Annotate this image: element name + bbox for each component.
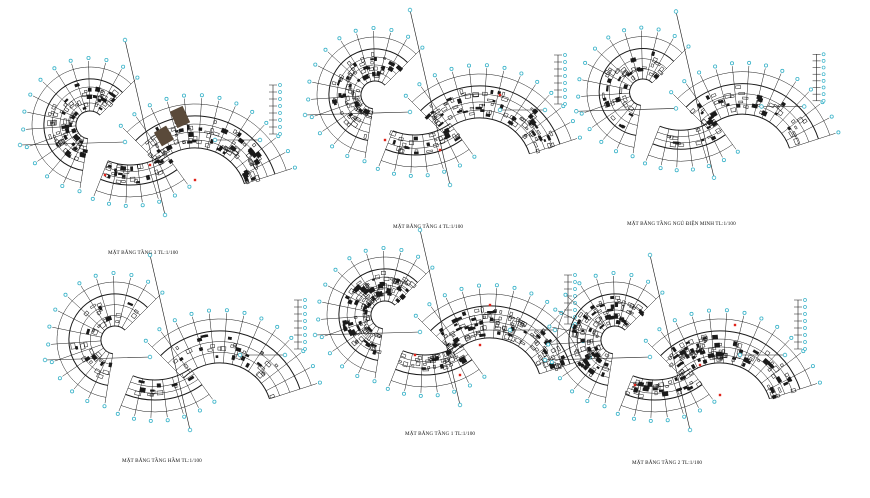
plan-label-basement: MẶT BẰNG TẦNG HẦM TL:1/100	[122, 458, 202, 464]
plan-floor-4	[302, 7, 582, 188]
plan-floor-3	[17, 37, 297, 218]
plan-label-floor-2: MẶT BẰNG TẦNG 2 TL:1/100	[632, 460, 703, 466]
plan-basement	[42, 252, 322, 433]
plan-floor-2	[542, 252, 822, 433]
plan-label-floor-4: MẶT BẰNG TẦNG 4 TL:1/100	[393, 224, 464, 230]
plan-label-floor-3: MẶT BẰNG TẦNG 3 TL:1/100	[108, 250, 179, 256]
plan-floor-1	[312, 227, 592, 408]
plan-label-technical-roof: MẶT BẰNG TẦNG NGỦ ĐIỆN MINH TL:1/100	[627, 221, 736, 227]
plan-technical-roof	[574, 9, 841, 180]
plan-label-floor-1: MẶT BẰNG TẦNG 1 TL:1/100	[405, 431, 476, 437]
